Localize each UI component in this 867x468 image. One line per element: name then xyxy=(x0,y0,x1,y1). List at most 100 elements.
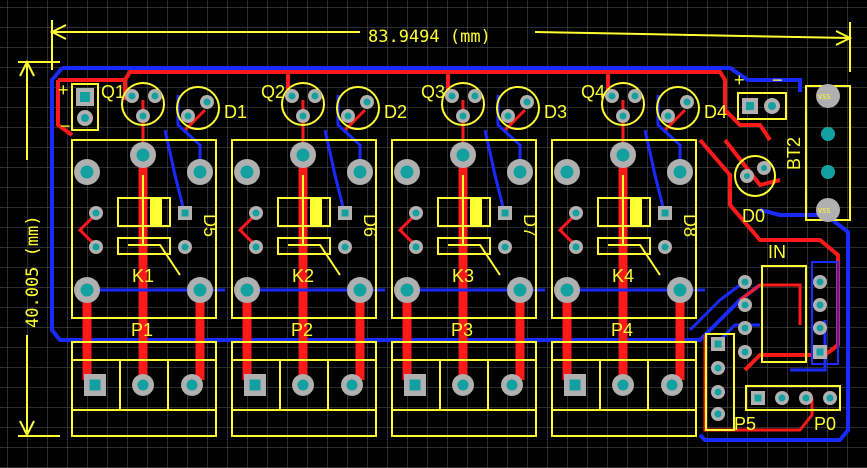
led-outline xyxy=(176,86,220,130)
relay-pad-b-hole xyxy=(412,243,420,251)
relay-outline xyxy=(391,139,537,319)
transistor-label: Q2 xyxy=(261,82,285,102)
relay-pad-a-hole xyxy=(572,209,580,217)
transistor-outline xyxy=(441,82,485,126)
led-outline xyxy=(656,86,700,130)
relay-nc-pad-hole xyxy=(513,283,527,297)
relay-com-pad-hole xyxy=(353,165,367,179)
led-pad-a-hole xyxy=(344,112,352,120)
relay-coil-pad-2-hole xyxy=(616,148,630,162)
transistor-outline xyxy=(121,82,165,126)
transistor-pad-2-hole xyxy=(151,92,159,100)
relay-com-pad-hole xyxy=(673,165,687,179)
relay-silk-line xyxy=(128,175,181,276)
transistor-label: Q1 xyxy=(101,82,125,102)
p5-pad-3-hole xyxy=(714,388,722,396)
connector-label: P1 xyxy=(131,320,153,340)
transistor-pad-1-hole xyxy=(608,92,616,100)
transistor-pad-1-hole xyxy=(288,92,296,100)
transistor-label: Q3 xyxy=(421,82,445,102)
led-pad-k-hole xyxy=(523,98,531,106)
dimension-width-label: 83.9494 (mm) xyxy=(368,27,491,47)
relay-pad-c-hole xyxy=(501,243,509,251)
p0-pad-3-hole xyxy=(802,394,810,402)
relay-pad-a-hole xyxy=(412,209,420,217)
p5-label: P5 xyxy=(734,414,756,434)
relay-outline xyxy=(551,139,697,319)
p0-pad-1-hole xyxy=(754,394,762,402)
relay-coil-pad-1-hole xyxy=(80,165,94,179)
power-rail-top xyxy=(56,70,772,142)
relay-silk-line xyxy=(288,175,341,276)
in-pad-7-hole xyxy=(816,324,824,332)
transistor-outline xyxy=(601,82,645,126)
transistor-outline xyxy=(281,82,325,126)
relay-no-pad-hole xyxy=(240,283,254,297)
led-pad-k-hole xyxy=(683,98,691,106)
transistor-pad-2-hole xyxy=(631,92,639,100)
left-plus-label: + xyxy=(58,80,69,100)
dimension-height-label: 40.005 (mm) xyxy=(23,215,43,328)
relay-silk-line xyxy=(608,175,661,276)
relay-coil-pad-2-hole xyxy=(456,148,470,162)
in-pad-4-hole xyxy=(741,348,749,356)
relay-nc-pad-hole xyxy=(673,283,687,297)
relay-label: K2 xyxy=(292,266,314,286)
power-led-d0 xyxy=(734,155,776,197)
transistor-pad-2-hole xyxy=(311,92,319,100)
relay-pad-b-hole xyxy=(92,243,100,251)
relay-outline xyxy=(231,139,377,319)
terminal-block-outline xyxy=(551,341,697,437)
dimension-height xyxy=(18,59,60,438)
diode-label: D5 xyxy=(200,214,220,237)
relay-pad-d-hole xyxy=(341,209,349,217)
diode-cathode-band xyxy=(630,198,642,226)
led-outline xyxy=(336,86,380,130)
terminal-block-outline xyxy=(391,341,537,437)
power-minus-label: − xyxy=(772,70,783,90)
terminal-block-outline xyxy=(231,341,377,437)
relay-nc-pad-hole xyxy=(353,283,367,297)
led-label: D2 xyxy=(384,102,407,122)
p0-pad-2-hole xyxy=(778,394,786,402)
terminal-pad-3-hole xyxy=(346,379,358,391)
terminal-pad-2-hole xyxy=(297,379,309,391)
relay-no-pad-hole xyxy=(560,283,574,297)
terminal-pad-1-hole xyxy=(249,379,261,391)
diode-label: D8 xyxy=(680,214,700,237)
terminal-pad-3-hole xyxy=(186,379,198,391)
connector-label: P4 xyxy=(611,320,633,340)
p0-pad-4-hole xyxy=(826,394,834,402)
relay-silk-line xyxy=(448,175,501,276)
relay-coil-pad-1-hole xyxy=(560,165,574,179)
relay-com-pad-hole xyxy=(513,165,527,179)
diode-cathode-band xyxy=(150,198,162,226)
in-pad-6-hole xyxy=(816,301,824,309)
transistor-pad-2-hole xyxy=(471,92,479,100)
diode-label: D6 xyxy=(360,214,380,237)
in-pad-2-hole xyxy=(741,301,749,309)
p5-header xyxy=(705,333,735,431)
led-pad-a-hole xyxy=(664,112,672,120)
relay-pad-a-hole xyxy=(252,209,260,217)
led-pad-a-hole xyxy=(504,112,512,120)
relay-pad-c-hole xyxy=(341,243,349,251)
led-label: D1 xyxy=(224,102,247,122)
relay-pad-b-hole xyxy=(252,243,260,251)
battery-bt2 xyxy=(805,84,851,222)
left-minus-label: − xyxy=(60,116,71,136)
transistor-label: Q4 xyxy=(581,82,605,102)
in-pad-3-hole xyxy=(741,324,749,332)
in-pad-1-hole xyxy=(741,278,749,286)
relay-pad-d-hole xyxy=(181,209,189,217)
relay-pad-a-hole xyxy=(92,209,100,217)
in-pad-8-hole xyxy=(816,348,824,356)
p5-pad-4-hole xyxy=(714,410,722,418)
relay-no-pad-hole xyxy=(80,283,94,297)
power-header xyxy=(737,92,787,120)
terminal-pad-1-hole xyxy=(89,379,101,391)
power-plus-label: + xyxy=(734,70,745,90)
